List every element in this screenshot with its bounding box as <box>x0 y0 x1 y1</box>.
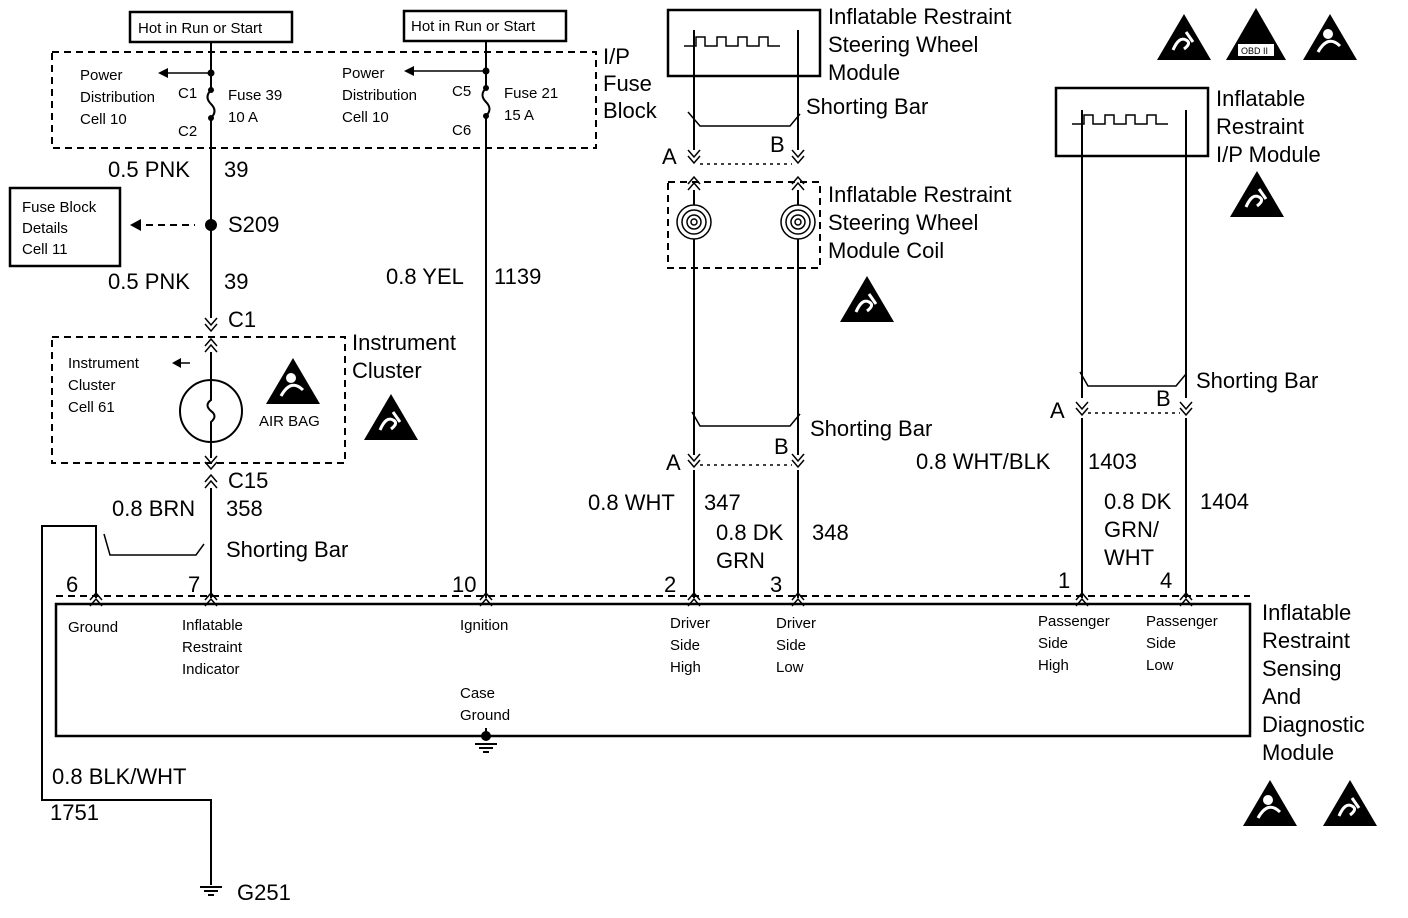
wire-blkwht-circuit: 1751 <box>50 800 99 825</box>
ground-g251-symbol <box>199 886 223 896</box>
wire-pnk-circuit-2: 39 <box>224 269 248 294</box>
wire-dkgrnwht-label: 0.8 DK GRN/ WHT <box>1104 489 1177 570</box>
ip-fuse-block: I/P Fuse Block Power Distribution Cell 1… <box>51 44 658 149</box>
pin-label-case-ground: Case Ground <box>460 685 510 724</box>
svg-text:C2: C2 <box>178 123 197 140</box>
pin-label-driver-low: Driver Side Low <box>776 615 820 676</box>
wire-dkgrn-circuit: 348 <box>812 520 849 545</box>
pin-3: 3 <box>770 572 782 597</box>
hot-in-run-label-1: Hot in Run or Start <box>128 10 294 44</box>
shorting-bar-label-4: Shorting Bar <box>1196 368 1318 393</box>
svg-text:OBD II: OBD II <box>1241 46 1268 56</box>
wire-yel-label: 0.8 YEL <box>386 264 464 289</box>
airbag-icon-top <box>1301 12 1359 62</box>
svg-text:C5: C5 <box>452 83 471 100</box>
svg-text:B: B <box>1156 386 1171 411</box>
svg-text:Fuse Block Details: Fuse Block Details Cell 11 <box>22 199 100 258</box>
esd-icon-top <box>1155 12 1213 62</box>
wire-yel-circuit: 1139 <box>494 264 541 289</box>
splice-s209 <box>205 219 217 231</box>
ground-label: G251 <box>237 880 291 905</box>
fuse-block-details-ref: Fuse Block Details Cell 11 <box>8 186 122 268</box>
hot-in-run-label-2: Hot in Run or Start <box>402 9 568 43</box>
steering-wheel-coil <box>667 176 821 269</box>
svg-text:AIR BAG: AIR BAG <box>259 413 320 430</box>
wire-brn-circuit: 358 <box>226 496 263 521</box>
pin-2: 2 <box>664 572 676 597</box>
pin-7: 7 <box>188 572 200 597</box>
wire-whtblk-label: 0.8 WHT/BLK <box>916 449 1051 474</box>
svg-text:C1: C1 <box>178 85 197 102</box>
instrument-cluster: Instrument Cluster Cell 61 AIR BAG <box>51 336 346 470</box>
pin-6: 6 <box>66 572 78 597</box>
shorting-bar-label-1: Shorting Bar <box>226 537 348 562</box>
ip-module <box>1054 86 1210 158</box>
case-ground-symbol <box>474 743 498 753</box>
fuse-39-label: Fuse 39 10 A <box>228 87 286 126</box>
splice-label: S209 <box>228 212 279 237</box>
pin-label-passenger-high: Passenger Side High <box>1038 613 1114 674</box>
airbag-icon-sdm <box>1241 778 1299 828</box>
ip-module-title: Inflatable Restraint I/P Module <box>1216 86 1321 167</box>
instrument-cluster-ref: Instrument Cluster Cell 61 <box>68 355 143 416</box>
svg-text:B: B <box>770 132 785 157</box>
svg-text:Hot in Run or Start: Hot in Run or Start <box>138 20 263 37</box>
steering-wheel-coil-title: Inflatable Restraint Steering Wheel Modu… <box>828 182 1018 263</box>
esd-icon-sdm <box>1321 778 1379 828</box>
svg-text:A: A <box>1050 398 1065 423</box>
svg-text:C6: C6 <box>452 122 471 139</box>
obd-ii-icon: OBD II <box>1226 8 1286 60</box>
pin-4: 4 <box>1160 568 1172 593</box>
wire-pnk-circuit-1: 39 <box>224 157 248 182</box>
wire-whtblk-circuit: 1403 <box>1088 449 1137 474</box>
shorting-bar-label-3: Shorting Bar <box>810 416 932 441</box>
power-distribution-right: Power Distribution Cell 10 <box>342 65 421 126</box>
sensing-diagnostic-module: 6 7 10 2 3 1 4 Ground Inflatable Restrai… <box>54 568 1252 753</box>
steering-wheel-module-title: Inflatable Restraint Steering Wheel Modu… <box>828 4 1018 85</box>
svg-text:Hot in Run or Start: Hot in Run or Start <box>411 18 536 35</box>
pin-label-indicator: Inflatable Restraint Indicator <box>182 617 247 678</box>
wire-brn-label: 0.8 BRN <box>112 496 195 521</box>
steering-wheel-module <box>666 8 822 78</box>
pin-label-ground: Ground <box>68 619 118 636</box>
wire-dkgrnwht-circuit: 1404 <box>1200 489 1249 514</box>
pin-label-driver-high: Driver Side High <box>670 615 714 676</box>
pin-label-passenger-low: Passenger Side Low <box>1146 613 1222 674</box>
power-distribution-left: Power Distribution Cell 10 <box>80 67 159 128</box>
sdm-title: Inflatable Restraint Sensing And Diagnos… <box>1262 600 1371 765</box>
fuse-21-label: Fuse 21 15 A <box>504 85 562 124</box>
cluster-conn-c1: C1 <box>228 307 256 332</box>
wire-wht-label: 0.8 WHT <box>588 490 675 515</box>
ip-fuse-block-title: I/P Fuse Block <box>603 44 658 123</box>
wire-dkgrn-label: 0.8 DK GRN <box>716 520 789 573</box>
wire-pnk-label-1: 0.5 PNK <box>108 157 190 182</box>
pin-1: 1 <box>1058 568 1070 593</box>
pin-10: 10 <box>452 572 476 597</box>
shorting-bar-label-2: Shorting Bar <box>806 94 928 119</box>
svg-text:A: A <box>662 144 677 169</box>
cluster-conn-c15: C15 <box>228 468 268 493</box>
svg-text:B: B <box>774 434 789 459</box>
airbag-warning-icon <box>264 356 322 406</box>
esd-icon-coil <box>838 274 896 324</box>
instrument-cluster-title: Instrument Cluster <box>352 330 462 383</box>
pin-label-ignition: Ignition <box>460 617 508 634</box>
wire-blkwht-label: 0.8 BLK/WHT <box>52 764 186 789</box>
esd-icon-ip-module <box>1228 169 1286 219</box>
wire-wht-circuit: 347 <box>704 490 741 515</box>
wire-pnk-label-2: 0.5 PNK <box>108 269 190 294</box>
svg-text:A: A <box>666 450 681 475</box>
esd-icon-cluster <box>362 392 420 442</box>
